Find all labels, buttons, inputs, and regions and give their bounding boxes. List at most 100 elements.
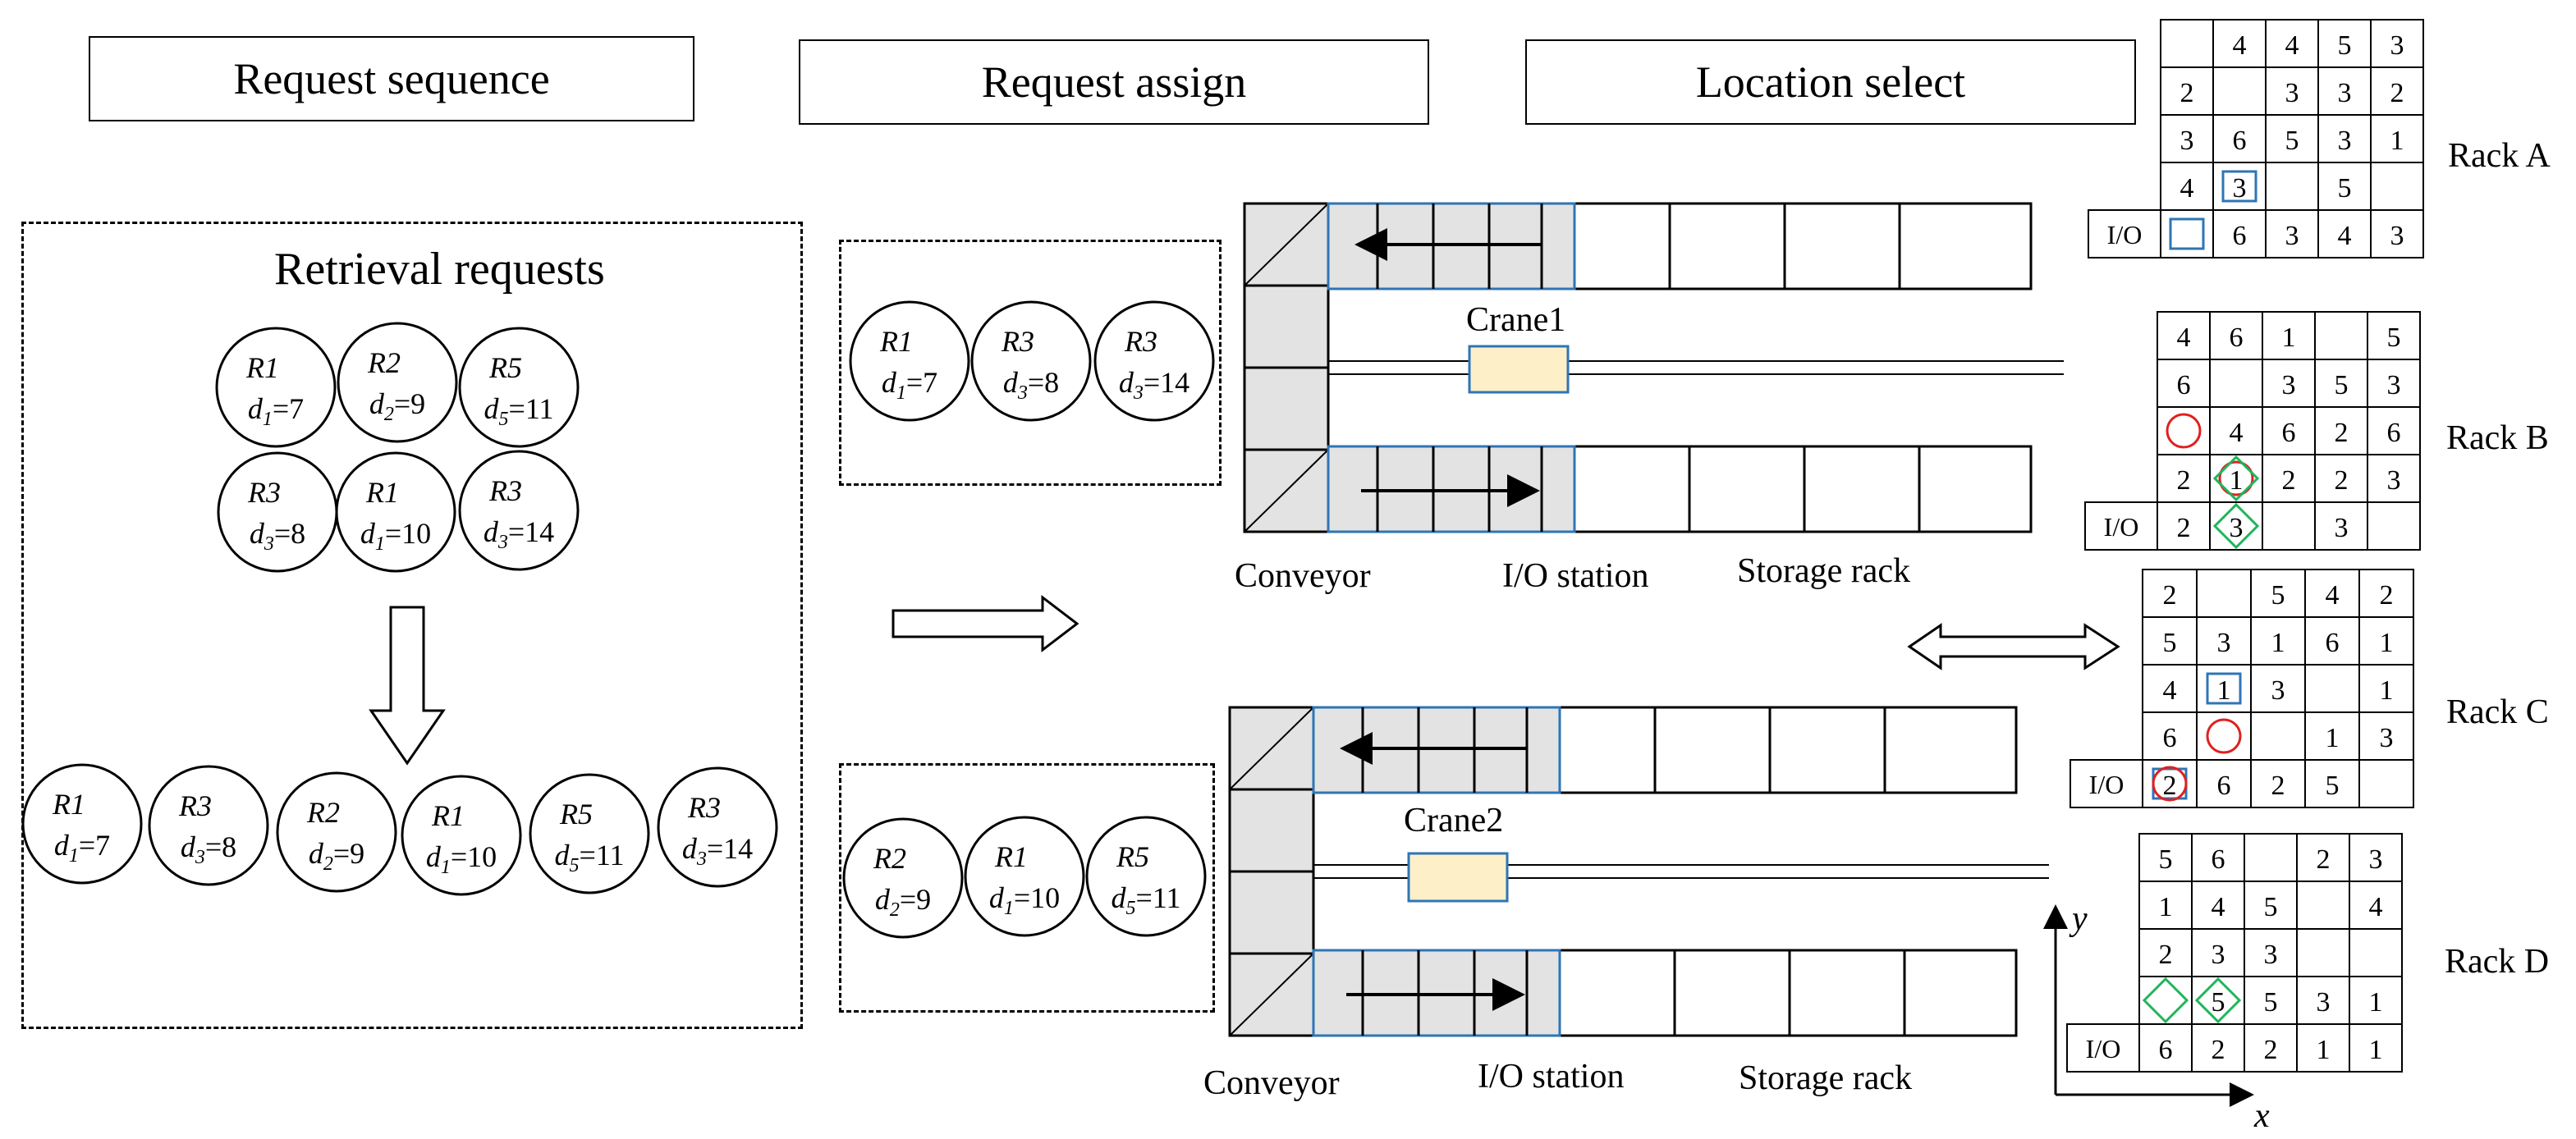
rack-cell: [2265, 66, 2319, 116]
rack-cell: [2304, 711, 2360, 761]
rack-io-label: I/O: [2086, 1034, 2121, 1064]
sequence-down-arrow: [369, 606, 446, 766]
request-circle: [217, 451, 338, 573]
rack-cell: [2212, 19, 2267, 68]
request-due: d1=10: [360, 517, 431, 555]
rack-cell-value: 5: [2326, 771, 2340, 801]
request-id: R3: [1001, 325, 1034, 358]
rack-cell: [2196, 616, 2252, 666]
request-id: R1: [431, 799, 465, 832]
rack-cell-value: 3: [2217, 628, 2231, 658]
rack-cell: [2196, 569, 2252, 618]
rack-cell: [2262, 359, 2316, 408]
rack-cell-value: 5: [2387, 322, 2401, 353]
rack-cell: [2262, 406, 2316, 455]
request-sequence-header: Request sequence: [89, 36, 694, 121]
request-circle: [849, 300, 970, 422]
rack-cell: [2349, 833, 2403, 882]
rack-cell: [2358, 711, 2414, 761]
rack-cell: [2157, 311, 2211, 360]
rack-a-label: Rack A: [2448, 137, 2551, 175]
rack-io-cell: [2070, 759, 2143, 808]
rack-cell-value: 6: [2282, 418, 2296, 448]
rack-cell-value: 2: [2390, 78, 2404, 108]
request-circle: [970, 300, 1092, 422]
rack-io-label: I/O: [2104, 512, 2139, 542]
rack-cell-value: 6: [2326, 628, 2340, 658]
rack-cell: [2244, 881, 2298, 930]
rack-io-cell: [2066, 1023, 2140, 1073]
rack-cell-value: 4: [2233, 30, 2247, 61]
rack-cell: [2370, 66, 2424, 116]
request-circle: [1085, 816, 1207, 937]
rack-cell-value: 3: [2264, 940, 2278, 970]
rack-cell-value: 5: [2338, 173, 2352, 204]
circle-mark: [2152, 766, 2188, 802]
rack-cell-value: 3: [2212, 940, 2225, 970]
storage-rack-label-top: Storage rack: [1737, 552, 1911, 590]
rack-cell-value: 1: [2326, 723, 2340, 753]
request-id: R2: [873, 842, 906, 875]
rack-cell-value: 3: [2233, 173, 2247, 204]
request-due: d3=8: [1003, 366, 1059, 404]
request-due: d1=7: [248, 392, 304, 430]
location-select-header: Location select: [1525, 39, 2136, 125]
request-due: d1=7: [54, 829, 110, 867]
aisle-crane2: [1228, 706, 2049, 1037]
rack-cell: [2244, 976, 2298, 1025]
rack-cell-value: 2: [2180, 78, 2194, 108]
rack-cell-value: 3: [2230, 513, 2244, 543]
rack-cell-value: 5: [2264, 987, 2278, 1018]
rack-cell-value: 6: [2163, 723, 2177, 753]
rack-cell: [2191, 928, 2245, 977]
request-id: R3: [178, 789, 212, 822]
aisle-crane1: [1243, 202, 2064, 533]
rack-cell: [2262, 454, 2316, 503]
crane1-request: R3 d3=8: [970, 300, 1092, 422]
rack-cell: [2317, 19, 2372, 68]
request-assign-label: Request assign: [981, 57, 1247, 107]
rack-cell-value: 6: [2217, 771, 2231, 801]
request-id: R1: [52, 788, 85, 821]
rack-cell: [2304, 759, 2360, 808]
rack-cell-value: 3: [2387, 465, 2401, 496]
request-due: d5=11: [555, 839, 625, 876]
diamond-mark: [2212, 455, 2260, 502]
io-station-label-top: I/O station: [1502, 557, 1649, 595]
io-station-label-bottom: I/O station: [1478, 1058, 1625, 1096]
rack-cell-value: 2: [2163, 580, 2177, 611]
rack-cell-value: 2: [2380, 580, 2394, 611]
rack-cell: [2212, 114, 2267, 163]
request-id: R1: [994, 840, 1028, 873]
rack-cell-value: 2: [2212, 1035, 2225, 1065]
rack-cell-value: 3: [2338, 126, 2352, 156]
request-id: R5: [1116, 840, 1149, 873]
rack-cell: [2157, 454, 2211, 503]
request-sequence-label: Request sequence: [233, 54, 550, 103]
rack-cell-value: 1: [2217, 675, 2231, 706]
rack-cell: [2262, 311, 2316, 360]
rack-cell-value: 2: [2271, 771, 2285, 801]
rack-c-label: Rack C: [2446, 693, 2549, 731]
request-circle: [458, 327, 580, 448]
rack-b-label: Rack B: [2446, 419, 2549, 457]
request-id: R1: [245, 351, 279, 384]
rack-cell-value: 5: [2159, 844, 2173, 875]
rack-cell: [2138, 976, 2193, 1025]
rack-cell: [2250, 569, 2306, 618]
rack-cell-value: 4: [2163, 675, 2177, 706]
rack-cell: [2244, 833, 2298, 882]
rack-cell: [2138, 881, 2193, 930]
sorted-request: R1 d1=7: [21, 763, 143, 885]
square-mark: [2221, 170, 2257, 203]
rack-cell: [2160, 66, 2214, 116]
rack-io-label: I/O: [2107, 220, 2143, 249]
